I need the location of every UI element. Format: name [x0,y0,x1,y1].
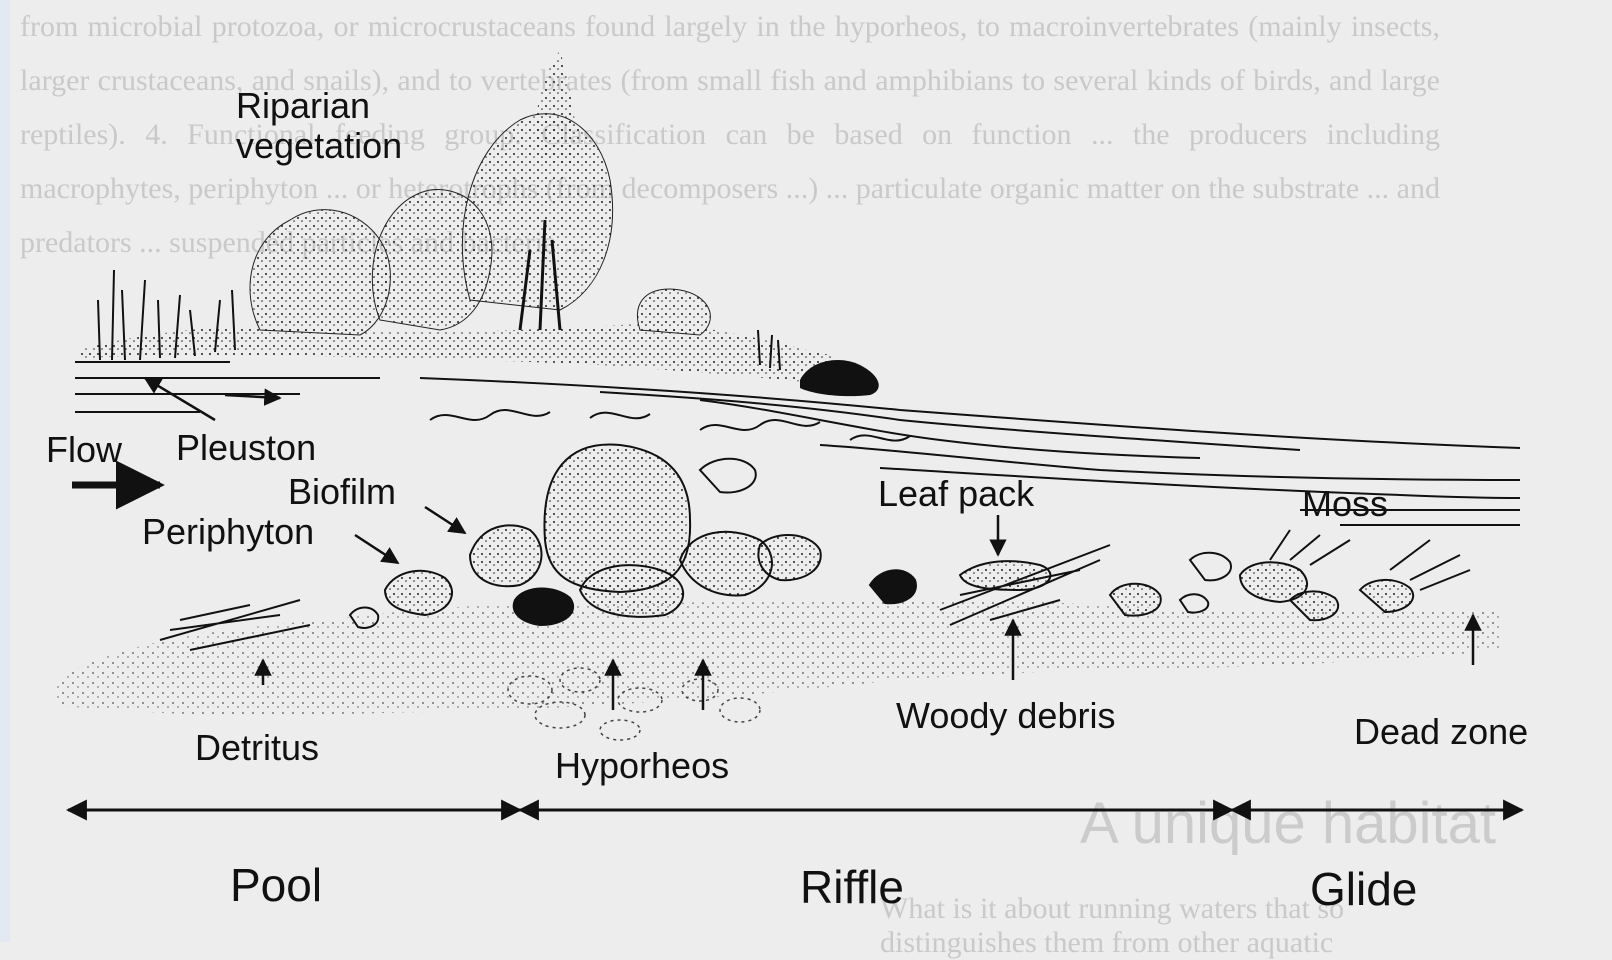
zone-label-glide: Glide [1310,864,1417,914]
label-hyporheos: Hyporheos [555,746,729,786]
label-periphyton: Periphyton [142,512,314,552]
label-biofilm: Biofilm [288,472,396,512]
label-riparian-vegetation: Riparian vegetation [236,86,402,166]
label-flow: Flow [46,430,122,470]
label-moss: Moss [1302,484,1388,524]
label-woody-debris: Woody debris [896,696,1115,736]
label-dead-zone: Dead zone [1354,712,1528,752]
riparian-bank [80,50,879,396]
zone-label-pool: Pool [230,860,322,910]
label-detritus: Detritus [195,728,319,768]
label-leaf-pack: Leaf pack [878,474,1034,514]
zone-label-riffle: Riffle [800,862,904,912]
label-pleuston: Pleuston [176,428,316,468]
substrate-stones [350,444,1413,627]
